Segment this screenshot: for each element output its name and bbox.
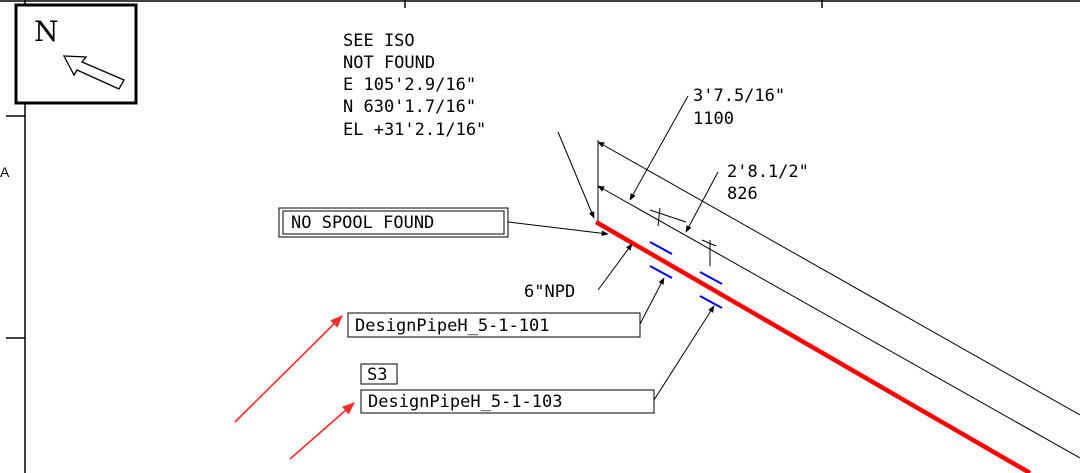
dimension-inner-metric: 826 <box>727 184 758 204</box>
pipe-tag-2-box: DesignPipeH_5-1-103 <box>360 389 655 414</box>
pipe-tag-1-box: DesignPipeH_5-1-101 <box>347 312 641 338</box>
pipe-size-label: 6"NPD <box>524 282 575 302</box>
dimension-outer-metric: 1100 <box>693 109 734 129</box>
north-label: N <box>34 15 59 48</box>
joint-mark <box>649 241 673 255</box>
pipe-joints <box>649 241 723 309</box>
dimension-leader-inner <box>685 171 719 233</box>
iso-note-line: NOT FOUND <box>343 53 435 73</box>
spool-label-leader <box>507 221 609 237</box>
dimension-inner-value: 2'8.1/2" <box>727 162 809 182</box>
pipe-tag-1-leader <box>639 277 665 325</box>
pipe-segment <box>594 220 1032 473</box>
north-arrow-icon <box>62 55 125 90</box>
annotation-arrow-2 <box>289 402 355 460</box>
pipe-tag-1-text: DesignPipeH_5-1-101 <box>355 316 549 336</box>
pipe-tag-2-text: DesignPipeH_5-1-103 <box>368 392 562 412</box>
iso-note-leader <box>557 131 595 219</box>
pipe-tag-2-leader <box>653 305 715 401</box>
north-compass: N <box>14 3 138 105</box>
iso-note: SEE ISO NOT FOUND E 105'2.9/16" N 630'1.… <box>343 31 486 140</box>
border-zone-letter: A <box>0 164 10 180</box>
pipe-size-leader <box>597 243 633 291</box>
annotation-arrow-1 <box>234 315 343 423</box>
iso-note-line: N 630'1.7/16" <box>343 97 476 117</box>
spec-box: S3 <box>360 363 398 385</box>
spool-label-box: NO SPOOL FOUND <box>278 207 509 238</box>
dimension-lines <box>597 140 1080 459</box>
spec-box-text: S3 <box>367 365 387 385</box>
spool-label-text: NO SPOOL FOUND <box>291 213 434 233</box>
joint-mark <box>699 271 723 285</box>
iso-note-line: E 105'2.9/16" <box>343 75 476 95</box>
dimension-outer-value: 3'7.5/16" <box>693 86 785 106</box>
joint-mark <box>649 265 673 279</box>
iso-note-line: EL +31'2.1/16" <box>343 120 486 140</box>
dimension-leader-outer <box>629 95 689 201</box>
joint-mark <box>699 295 723 309</box>
iso-note-line: SEE ISO <box>343 31 415 51</box>
